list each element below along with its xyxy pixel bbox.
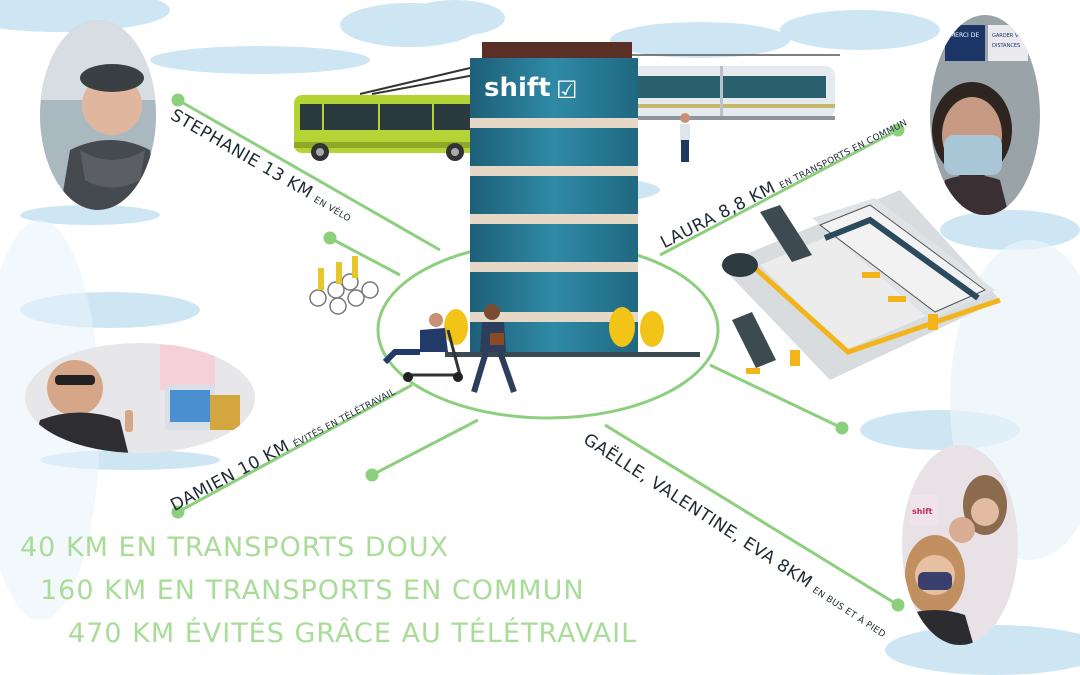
cloud: [405, 0, 505, 36]
shift-logo: shift: [484, 73, 551, 103]
photo-laura: MERCI DE GARDER VOS DISTANCES: [930, 15, 1040, 215]
trolleybus: [294, 67, 481, 161]
bike-share-station: [309, 256, 379, 315]
tram: [630, 54, 840, 120]
photo-stephanie: [40, 20, 156, 210]
cloud: [610, 22, 790, 58]
cloud: [780, 10, 940, 50]
cloud: [20, 205, 160, 225]
scooter-rider: [382, 313, 463, 382]
shift-tower: shift ☑: [444, 42, 700, 357]
cloud: [150, 46, 370, 74]
businesswoman-walking: [680, 113, 690, 162]
sign-text: GARDER VOS: [992, 33, 1025, 39]
sign-text: MERCI DE: [950, 32, 979, 39]
check-icon: ☑: [556, 76, 578, 104]
metro-station: [720, 190, 1001, 380]
stat-soft-transport: 40 KM EN TRANSPORTS DOUX: [20, 532, 450, 563]
sign-text: DISTANCES: [992, 43, 1020, 49]
cloud: [885, 625, 1080, 675]
photo-gaelle-valentine-eva: shift: [902, 445, 1018, 645]
cloud: [940, 210, 1080, 250]
shift-sign-text: shift: [912, 507, 933, 516]
cloud: [0, 0, 170, 32]
photo-damien: [25, 343, 255, 453]
stat-telework: 470 KM ÉVITÉS GRÂCE AU TÉLÉTRAVAIL: [68, 618, 638, 649]
connector-lines: [171, 93, 905, 612]
stat-public-transport: 160 KM EN TRANSPORTS EN COMMUN: [40, 575, 585, 606]
walking-woman: [471, 304, 517, 393]
